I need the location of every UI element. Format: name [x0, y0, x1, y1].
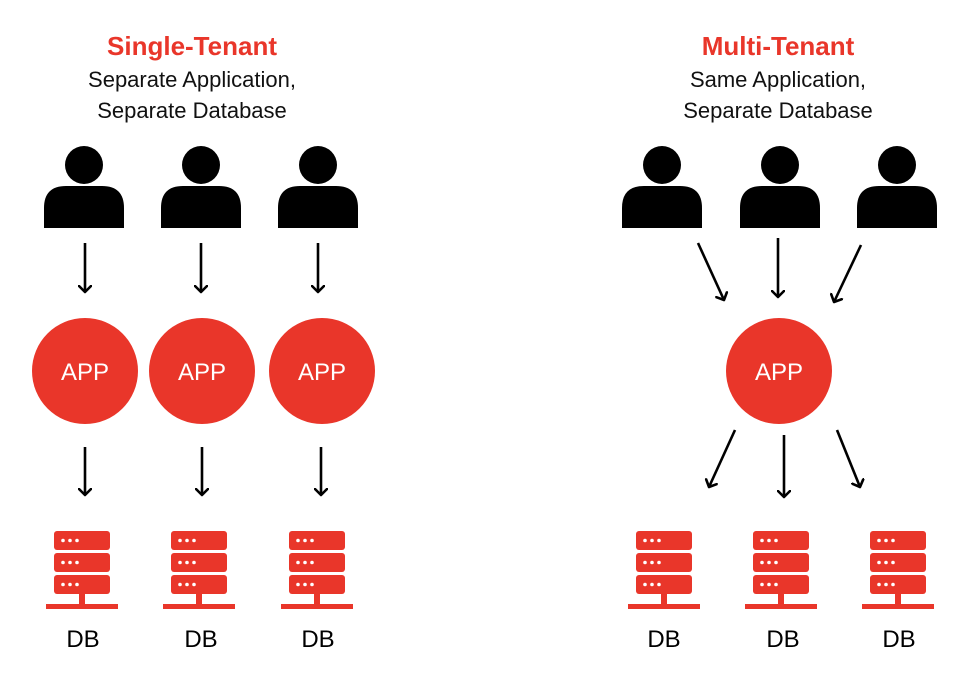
app-circle	[32, 318, 138, 424]
single-tenant-title: Single-Tenant	[107, 31, 277, 61]
server-rack-icon	[862, 531, 934, 609]
user-icon	[161, 146, 241, 228]
app-node: APP	[726, 318, 832, 424]
multi-tenant-subtitle-line2: Separate Database	[683, 98, 873, 123]
arrow-down-icon	[835, 429, 860, 487]
app-node: APP	[269, 318, 375, 424]
server-rack-icon	[46, 531, 118, 609]
app-node: APP	[32, 318, 138, 424]
single-tenant-panel: Single-Tenant Separate Application, Sepa…	[32, 31, 375, 653]
db-label: DB	[301, 626, 334, 653]
arrow-down-icon	[709, 429, 737, 487]
user-icon	[622, 146, 702, 228]
server-rack-icon	[745, 531, 817, 609]
multi-tenant-subtitle-line1: Same Application,	[690, 67, 866, 92]
server-rack-icon	[628, 531, 700, 609]
app-label: APP	[755, 359, 803, 386]
db-label: DB	[766, 626, 799, 653]
app-circle	[269, 318, 375, 424]
arrow-down-icon	[834, 244, 863, 302]
server-rack-icon	[281, 531, 353, 609]
app-label: APP	[178, 359, 226, 386]
user-icon	[857, 146, 937, 228]
db-label: DB	[647, 626, 680, 653]
user-icon	[44, 146, 124, 228]
db-label: DB	[184, 626, 217, 653]
user-icon	[740, 146, 820, 228]
db-label: DB	[66, 626, 99, 653]
multi-tenant-panel: Multi-Tenant Same Application, Separate …	[622, 31, 937, 653]
single-tenant-subtitle-line2: Separate Database	[97, 98, 287, 123]
app-circle	[726, 318, 832, 424]
app-label: APP	[298, 359, 346, 386]
app-circle	[149, 318, 255, 424]
user-icon	[278, 146, 358, 228]
multi-tenant-title: Multi-Tenant	[702, 31, 855, 61]
server-rack-icon	[163, 531, 235, 609]
app-node: APP	[149, 318, 255, 424]
arrow-down-icon	[696, 242, 724, 300]
db-label: DB	[882, 626, 915, 653]
app-label: APP	[61, 359, 109, 386]
single-tenant-subtitle-line1: Separate Application,	[88, 67, 296, 92]
